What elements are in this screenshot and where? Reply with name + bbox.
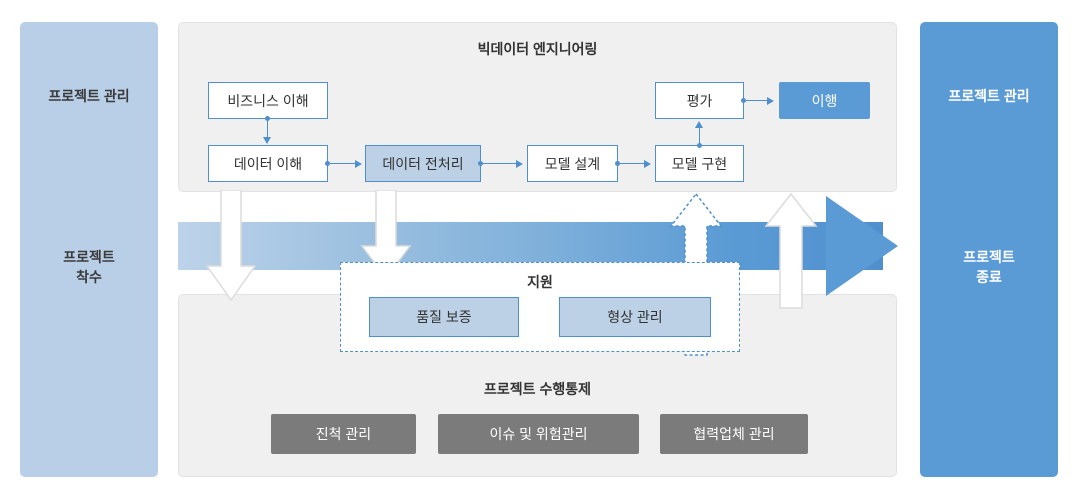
band-arrowhead-icon: [826, 196, 898, 296]
step-label: 이행: [811, 92, 838, 109]
connector-line-design-to-implementation: [620, 163, 645, 164]
arrowhead-down-icon: [263, 137, 271, 144]
step-model-implementation[interactable]: 모델 구현: [655, 145, 744, 182]
connector-line-preprocess-to-design: [483, 163, 516, 164]
big-arrow-up-control-icon: [764, 192, 818, 309]
arrowhead-right-icon: [516, 160, 523, 168]
step-business-understanding[interactable]: 비즈니스 이해: [208, 82, 328, 119]
left-project-management-panel: 프로젝트 관리 프로젝트 착수: [20, 22, 158, 477]
arrowhead-right-icon: [767, 97, 774, 105]
support-item-configuration-management[interactable]: 형상 관리: [559, 297, 711, 337]
step-model-design[interactable]: 모델 설계: [527, 145, 618, 182]
step-evaluation[interactable]: 평가: [655, 82, 744, 119]
connector-line-evaluation-to-deployment: [746, 100, 768, 101]
support-item-label: 품질 보증: [416, 309, 472, 325]
arrowhead-up-icon: [695, 121, 703, 128]
right-project-management-panel: 프로젝트 관리 프로젝트 종료: [920, 22, 1058, 477]
control-panel-title: 프로젝트 수행통제: [484, 381, 591, 397]
step-deployment[interactable]: 이행: [779, 82, 870, 119]
control-item-issue-risk-management[interactable]: 이슈 및 위험관리: [438, 414, 639, 454]
step-data-preprocessing[interactable]: 데이터 전처리: [365, 145, 481, 182]
support-panel: 지원 품질 보증 형상 관리: [340, 262, 740, 352]
step-label: 모델 설계: [544, 155, 601, 172]
support-item-quality-assurance[interactable]: 품질 보증: [369, 297, 519, 337]
right-panel-subtitle: 프로젝트 종료: [963, 249, 1015, 285]
support-panel-title: 지원: [527, 274, 553, 290]
support-item-label: 형상 관리: [607, 309, 663, 325]
left-panel-subtitle: 프로젝트 착수: [63, 249, 115, 285]
step-label: 데이터 이해: [233, 155, 303, 172]
right-panel-title: 프로젝트 관리: [948, 88, 1030, 104]
arrowhead-right-icon: [355, 160, 362, 168]
step-label: 평가: [686, 92, 713, 109]
connector-dot: [615, 161, 620, 166]
step-label: 비즈니스 이해: [227, 92, 309, 109]
connector-line-implementation-to-evaluation: [699, 127, 700, 146]
left-panel-title: 프로젝트 관리: [48, 88, 130, 104]
chip-label: 진척 관리: [315, 426, 372, 442]
connector-line-data-to-preprocess: [330, 163, 356, 164]
connector-dot: [265, 116, 270, 121]
chip-label: 협력업체 관리: [693, 426, 775, 442]
connector-dot: [325, 161, 330, 166]
big-arrow-down-left-icon: [205, 190, 257, 302]
engineering-panel-title: 빅데이터 엔지니어링: [477, 41, 598, 57]
arrowhead-right-icon: [644, 160, 651, 168]
step-label: 데이터 전처리: [382, 155, 464, 172]
control-item-partner-management[interactable]: 협력업체 관리: [660, 414, 808, 454]
connector-dot: [478, 161, 483, 166]
connector-line-business-to-data: [267, 119, 268, 138]
step-label: 모델 구현: [671, 155, 728, 172]
control-item-progress-management[interactable]: 진척 관리: [271, 414, 416, 454]
chip-label: 이슈 및 위험관리: [489, 426, 588, 442]
connector-dot: [741, 98, 746, 103]
step-data-understanding[interactable]: 데이터 이해: [208, 145, 328, 182]
